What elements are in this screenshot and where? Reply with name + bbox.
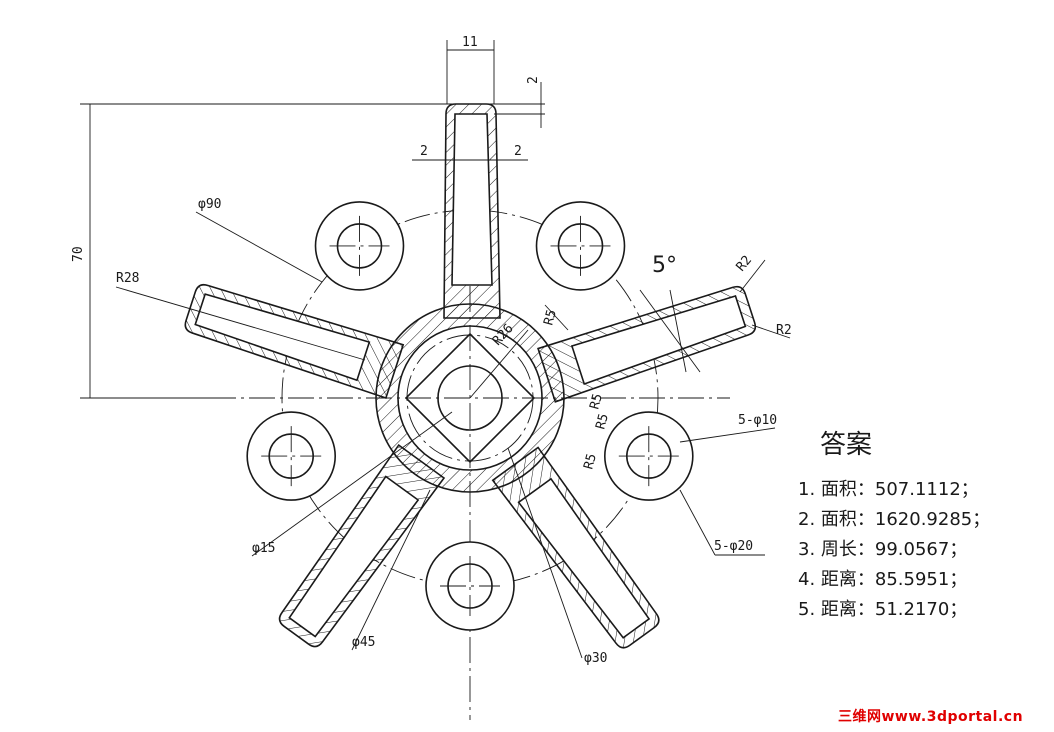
hub-inner-circle (397, 325, 543, 471)
leader-phi90 (195, 211, 323, 283)
dim-5-phi20: 5-φ20 (714, 539, 753, 554)
leader-phi45 (351, 489, 431, 651)
leader-phi30 (507, 447, 583, 659)
leader-r2-b (751, 324, 791, 339)
arm (184, 283, 405, 400)
leader-r26 (469, 329, 529, 399)
leader-phi15 (251, 411, 453, 557)
dim-r2-a: R2 (734, 253, 756, 275)
lug-outline (314, 201, 405, 291)
lug-outline (603, 411, 694, 501)
lug-outline (535, 201, 626, 291)
hub-outer-circle (375, 303, 565, 493)
dim-2-top: 2 (526, 76, 541, 84)
answer-panel: 答案 1. 面积：507.1112； 2. 面积：1620.9285； 3. 周… (798, 424, 990, 625)
answer-item: 1. 面积：507.1112； (798, 479, 979, 500)
angle-ref-b (669, 289, 687, 373)
answer-item: 3. 周长：99.0567； (798, 539, 968, 560)
dim-phi45: φ45 (352, 635, 375, 650)
dim-r5-b: R5 (587, 392, 606, 411)
dim-r5-d: R5 (581, 452, 600, 471)
answer-title: 答案 (820, 430, 873, 460)
arm-cavity (517, 477, 651, 639)
leader-r2-a (739, 259, 766, 293)
dim-11: 11 (462, 35, 478, 50)
arm-cavity (288, 475, 420, 638)
angle-ref-a (639, 289, 701, 373)
arm (443, 103, 501, 319)
leader-phi10 (679, 427, 776, 443)
dim-2-right: 2 (514, 144, 522, 159)
leader-phi20 (679, 489, 716, 556)
lug-outline (246, 411, 337, 501)
arm-cavity (451, 113, 493, 286)
arm (537, 285, 757, 403)
answer-item: 2. 面积：1620.9285； (798, 509, 991, 530)
answer-item: 4. 距离：85.5951； (798, 569, 968, 590)
dim-5-phi10: 5-φ10 (738, 413, 777, 428)
inner-square (404, 332, 536, 464)
dim-phi90: φ90 (198, 197, 221, 212)
arms (184, 103, 757, 649)
watermark: 三维网www.3dportal.cn (838, 709, 1024, 725)
dim-r5-c: R5 (593, 412, 612, 431)
arm-cavity (570, 294, 747, 386)
dim-phi30: φ30 (584, 651, 607, 666)
arm-cavity (194, 293, 371, 382)
lugs (246, 201, 694, 631)
dim-2-left: 2 (420, 144, 428, 159)
arm (278, 443, 446, 648)
answer-item: 5. 距离：51.2170； (798, 599, 968, 620)
dim-phi15: φ15 (252, 541, 275, 556)
leader-r28 (115, 286, 366, 361)
leader-r5-a (544, 304, 569, 331)
lug-outline (425, 541, 515, 631)
dim-70: 70 (71, 246, 86, 262)
dim-r5-a: R5 (541, 308, 560, 327)
dim-r28: R28 (116, 271, 139, 286)
phi15-bore (437, 365, 503, 431)
dim-r2-b: R2 (776, 323, 792, 338)
dim-angle-5: 5° (652, 253, 677, 278)
arm (491, 446, 660, 649)
